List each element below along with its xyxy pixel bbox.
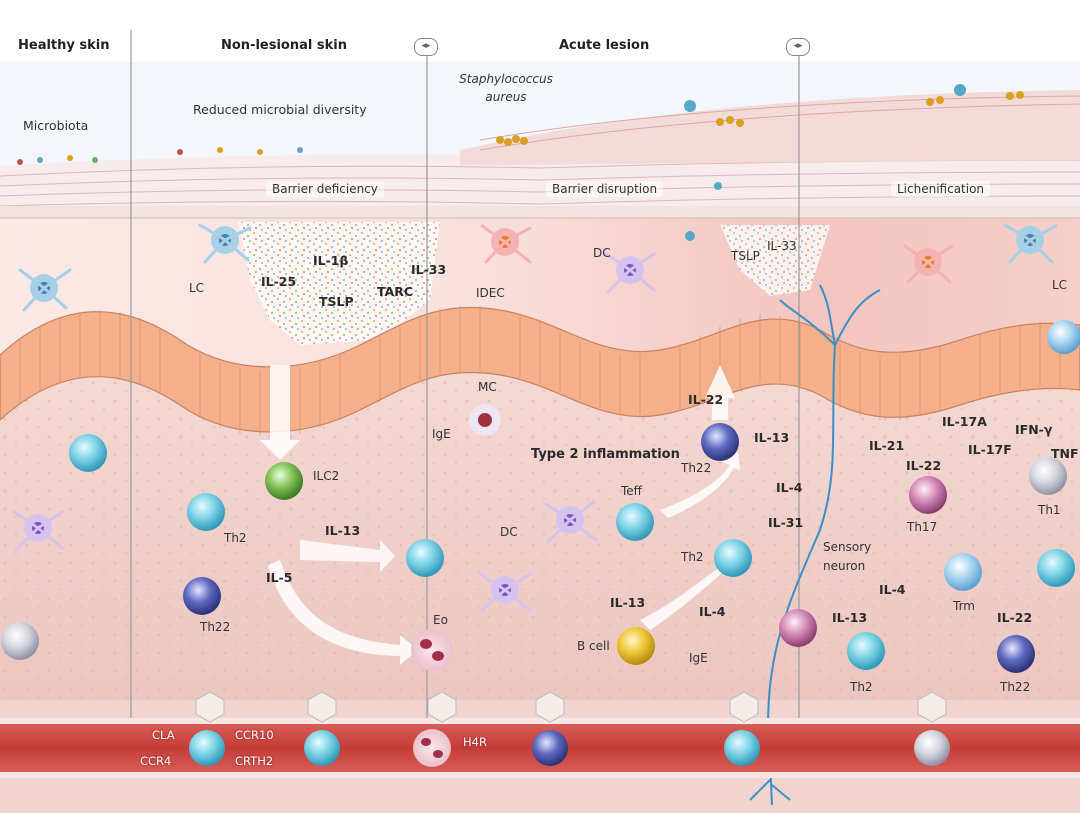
cytokine-il22-mid: IL-22 — [688, 392, 724, 407]
label-th22-left: Th22 — [200, 620, 231, 634]
cytokine-il13-lower: IL-13 — [610, 595, 646, 610]
divider-toggle-icon[interactable]: ◂▸ — [786, 38, 810, 56]
cytokine-il22-lower-right: IL-22 — [997, 610, 1033, 625]
receptor-h4r: H4R — [463, 735, 487, 749]
staph-stars — [684, 84, 966, 241]
label-dc-mid: DC — [500, 525, 518, 539]
label-type2-inflammation: Type 2 inflammation — [531, 447, 680, 462]
cytokine-il1b: IL-1β — [313, 253, 349, 268]
label-ige-mc: IgE — [432, 427, 451, 441]
label-barrier-disruption: Barrier disruption — [546, 181, 664, 197]
cytokine-ifng: IFN-γ — [1015, 422, 1053, 437]
label-th17: Th17 — [907, 520, 938, 534]
label-idec: IDEC — [476, 286, 505, 300]
label-reduced-diversity: Reduced microbial diversity — [193, 102, 367, 117]
cytokine-il22-right: IL-22 — [906, 458, 942, 473]
label-eo: Eo — [433, 613, 448, 627]
label-th1: Th1 — [1038, 503, 1061, 517]
cytokine-il25: IL-25 — [261, 274, 297, 289]
vessel-exit-markers — [195, 691, 947, 723]
cytokine-il13-right: IL-13 — [832, 610, 868, 625]
label-staphylococcus: Staphylococcus aureus — [459, 72, 553, 104]
cytokine-tslp: TSLP — [319, 294, 354, 309]
cytokine-il13-left: IL-13 — [325, 523, 361, 538]
label-ilc2: ILC2 — [313, 469, 340, 483]
cytokine-il21: IL-21 — [869, 438, 905, 453]
label-th22-right: Th22 — [1000, 680, 1031, 694]
cytokine-il4-mid: IL-4 — [776, 480, 803, 495]
label-th2-mid: Th2 — [681, 550, 704, 564]
header-healthy-skin: Healthy skin — [18, 38, 110, 53]
cytokine-il4-right: IL-4 — [879, 582, 906, 597]
label-th2-left: Th2 — [224, 531, 247, 545]
divider-toggle-icon[interactable]: ◂▸ — [414, 38, 438, 56]
header-acute-lesion: Acute lesion — [559, 38, 650, 53]
label-barrier-deficiency: Barrier deficiency — [266, 181, 384, 197]
receptor-crth2: CRTH2 — [235, 754, 274, 768]
cytokine-tslp-acute: TSLP — [731, 249, 760, 263]
header-non-lesional-skin: Non-lesional skin — [221, 38, 347, 53]
dendrite-branches — [12, 223, 1058, 612]
label-mc: MC — [478, 380, 497, 394]
label-microbiota: Microbiota — [23, 118, 89, 133]
cytokine-il4-lower: IL-4 — [699, 604, 726, 619]
cytokine-il13-mid: IL-13 — [754, 430, 790, 445]
label-lichenification: Lichenification — [891, 181, 991, 197]
label-lc-right: LC — [1052, 278, 1068, 292]
cytokine-il17f: IL-17F — [968, 442, 1012, 457]
cytokine-tnf: TNF — [1051, 446, 1079, 461]
basal-cell-dividers — [19, 306, 1061, 436]
label-dc-top: DC — [593, 246, 611, 260]
label-trm: Trm — [953, 599, 975, 613]
cytokine-il17a: IL-17A — [942, 414, 987, 429]
receptor-ccr10: CCR10 — [235, 728, 274, 742]
label-th2-right: Th2 — [850, 680, 873, 694]
cytokine-tarc: TARC — [377, 284, 414, 299]
label-lc-left: LC — [189, 281, 205, 295]
cytokine-il31: IL-31 — [768, 515, 804, 530]
lymphocytes — [1, 320, 1080, 767]
label-th22-mid: Th22 — [681, 461, 712, 475]
sensory-neuron — [749, 284, 881, 806]
label-teff: Teff — [621, 484, 642, 498]
receptor-ccr4: CCR4 — [140, 754, 172, 768]
receptor-cla: CLA — [152, 728, 175, 742]
cytokine-il5: IL-5 — [266, 570, 293, 585]
cytokine-il33-acute: IL-33 — [767, 239, 797, 253]
blood-vessel — [0, 718, 1080, 778]
eosinophil-nuclei — [420, 639, 444, 758]
label-sensory-neuron: Sensory neuron — [823, 540, 872, 573]
cytokine-il33: IL-33 — [411, 262, 447, 277]
microbiota-bacteria — [17, 91, 1024, 165]
label-b-cell: B cell — [577, 639, 610, 653]
label-ige-b: IgE — [689, 651, 708, 665]
